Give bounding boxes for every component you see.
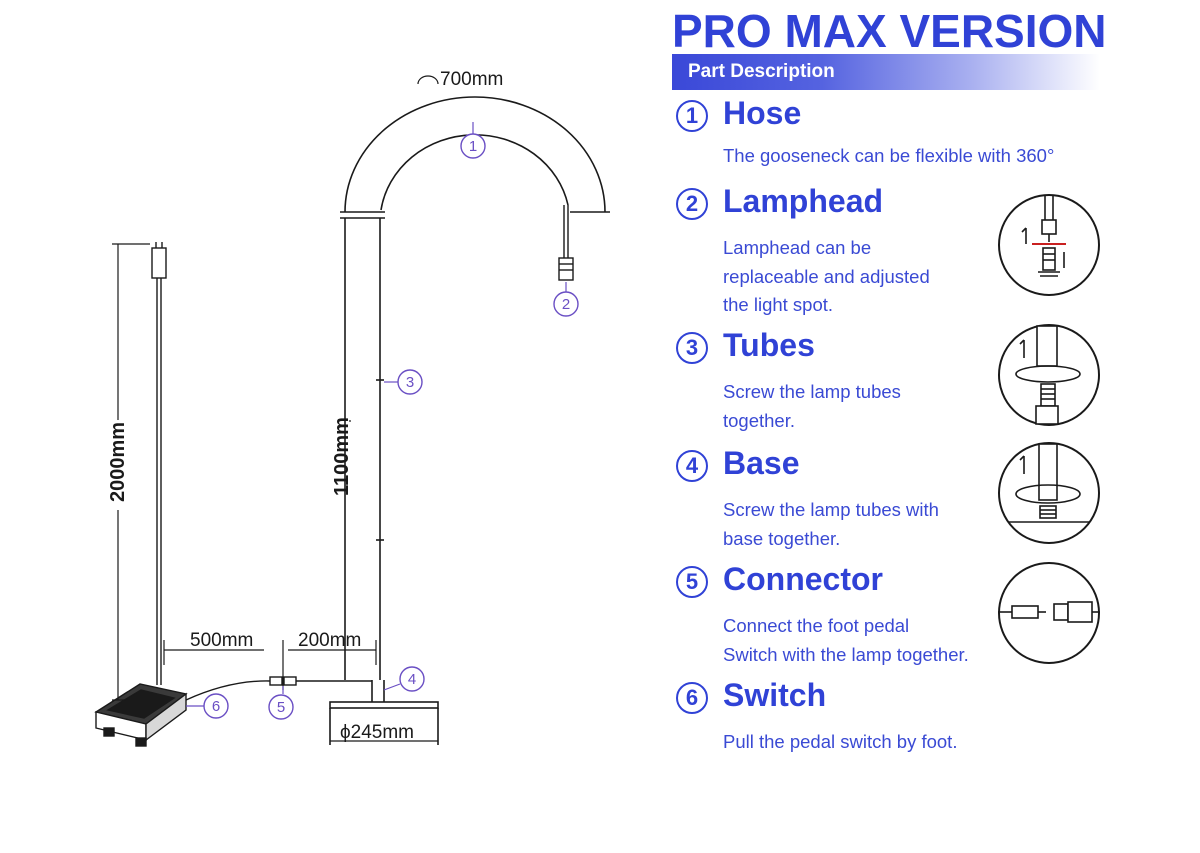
part-number-badge: 6 — [676, 682, 708, 714]
part-name: Hose — [723, 95, 802, 131]
callout-2 — [553, 291, 579, 317]
callout-6 — [203, 693, 229, 719]
section-header-label: Part Description — [688, 61, 835, 82]
dim-cable-connector-label: 500mm — [190, 630, 253, 651]
tubes-screw-icon — [998, 324, 1100, 426]
part-name: Base — [723, 445, 800, 481]
dim-base-diameter-label: ϕ245mm — [340, 722, 414, 743]
callout-4 — [399, 666, 425, 692]
connector-plug-icon — [998, 562, 1100, 664]
part-description: The gooseneck can be flexible with 360° — [723, 145, 1055, 166]
dim-arc-label: 700mm — [440, 69, 503, 90]
page-title: PRO MAX VERSION — [672, 5, 1107, 57]
part-description: Lamphead can be replaceable and adjusted… — [723, 237, 930, 315]
part-description: Screw the lamp tubes together. — [723, 381, 901, 431]
section-header-band: Part Description — [672, 54, 1100, 90]
part-description: Pull the pedal switch by foot. — [723, 731, 958, 752]
base — [329, 680, 439, 745]
part-name: Lamphead — [723, 183, 884, 219]
callout-3 — [397, 369, 423, 395]
svg-text:6: 6 — [212, 698, 220, 715]
power-cable — [151, 242, 167, 685]
svg-text:2: 2 — [562, 296, 570, 313]
part-number-badge: 1 — [676, 100, 708, 132]
svg-text:3: 3 — [406, 374, 414, 391]
foot-pedal — [94, 683, 188, 747]
callout-5 — [268, 694, 294, 720]
part-name: Connector — [723, 561, 883, 597]
svg-text:5: 5 — [277, 699, 285, 716]
part-description: Screw the lamp tubes with base together. — [723, 499, 939, 549]
part-number-badge: 5 — [676, 566, 708, 598]
pole-tubes — [344, 218, 384, 680]
base-screw-icon — [998, 442, 1100, 544]
callout-1 — [460, 133, 486, 159]
part-name: Tubes — [723, 327, 815, 363]
part-description: Connect the foot pedal Switch with the l… — [723, 615, 969, 665]
svg-text:4: 4 — [408, 671, 416, 688]
part-number-badge: 3 — [676, 332, 708, 364]
part-name: Switch — [723, 677, 827, 713]
dim-pole-height-label: 1100mm — [331, 417, 353, 496]
dimension-lines — [112, 75, 439, 742]
connector-cable — [185, 676, 372, 701]
svg-text:1: 1 — [469, 138, 477, 155]
lamphead — [558, 205, 574, 281]
dim-connector-base-label: 200mm — [298, 630, 361, 651]
callouts: 1 2 3 4 5 6 — [186, 122, 579, 720]
lamp-diagram: 700mm 2000mm 1100mm 500mm 200mm ϕ245mm 1… — [94, 69, 610, 747]
dim-cable-height-label: 2000mm — [107, 422, 129, 502]
part-number-badge: 4 — [676, 450, 708, 482]
lamphead-replace-icon — [998, 194, 1100, 296]
part-number-badge: 2 — [676, 188, 708, 220]
